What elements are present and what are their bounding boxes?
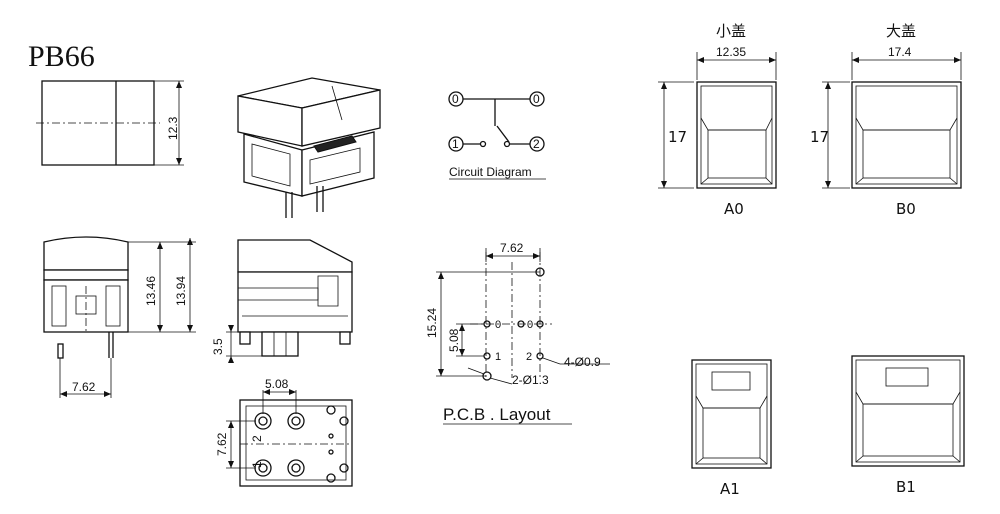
side-pin-dim: 3.5 bbox=[211, 338, 225, 355]
cap-b0: 大盖 17.4 17 B0 bbox=[810, 22, 962, 218]
bottom-left-dim: 7.62 bbox=[215, 432, 229, 456]
bottom-view: 2 1 5.08 7.62 bbox=[215, 377, 353, 487]
front-height-1394-dim: 13.94 bbox=[174, 276, 188, 306]
bottom-pin-label-1: 1 bbox=[250, 461, 264, 468]
pcb-hole bbox=[535, 267, 545, 277]
pcb-pin-0-left: 0 bbox=[495, 319, 501, 331]
cap-a1-name: A1 bbox=[720, 480, 740, 498]
cap-a0-name: A0 bbox=[724, 200, 744, 218]
cap-a0-header: 小盖 bbox=[716, 22, 746, 40]
pcb-mid-dim: 5.08 bbox=[447, 328, 461, 352]
isometric-view bbox=[237, 77, 381, 218]
svg-text:2: 2 bbox=[533, 137, 540, 151]
cap-b0-height-dim: 17 bbox=[810, 128, 829, 146]
cap-b1: B1 bbox=[851, 355, 965, 496]
cap-a0-height-dim: 17 bbox=[668, 128, 687, 146]
top-view-height-dim: 12.3 bbox=[166, 116, 180, 140]
front-view: 13.46 13.94 7.62 bbox=[43, 236, 196, 398]
cap-b1-name: B1 bbox=[896, 478, 916, 496]
pcb-pin-2: 2 bbox=[526, 351, 532, 363]
front-pitch-dim: 7.62 bbox=[72, 380, 96, 394]
pcb-pin-1: 1 bbox=[495, 351, 501, 363]
side-view: 3.5 bbox=[211, 239, 353, 363]
bottom-top-dim: 5.08 bbox=[265, 377, 289, 391]
pcb-layout-label: P.C.B . Layout bbox=[443, 405, 551, 424]
pcb-hole bbox=[517, 320, 525, 328]
pcb-hole-1 bbox=[483, 352, 491, 360]
cap-b0-header: 大盖 bbox=[886, 22, 916, 40]
svg-text:0: 0 bbox=[452, 92, 459, 106]
top-view: 12.3 bbox=[36, 80, 184, 166]
pcb-layout: 7.62 15.24 5.08 0 0 1 2 4-Ø0.9 2-Ø1.3 P.… bbox=[425, 241, 610, 425]
front-height-1346-dim: 13.46 bbox=[144, 276, 158, 306]
cap-a0-width-dim: 12.35 bbox=[716, 45, 746, 59]
bottom-pin-label-2: 2 bbox=[250, 435, 264, 442]
pcb-hole-small-callout: 2-Ø1.3 bbox=[512, 373, 549, 387]
pcb-height-dim: 15.24 bbox=[425, 308, 439, 338]
circuit-diagram-label: Circuit Diagram bbox=[449, 165, 532, 179]
pcb-top-dim: 7.62 bbox=[500, 241, 524, 255]
svg-text:0: 0 bbox=[533, 92, 540, 106]
pcb-hole bbox=[483, 320, 491, 328]
cap-a1: A1 bbox=[691, 359, 772, 498]
svg-text:1: 1 bbox=[452, 137, 459, 151]
cap-b0-width-dim: 17.4 bbox=[888, 45, 912, 59]
cap-b0-name: B0 bbox=[896, 200, 916, 218]
product-title: PB66 bbox=[28, 40, 95, 73]
pcb-hole-large-callout: 4-Ø0.9 bbox=[564, 355, 601, 369]
pcb-hole bbox=[482, 371, 492, 381]
pcb-hole bbox=[536, 320, 544, 328]
pcb-hole-2 bbox=[536, 352, 544, 360]
pcb-pin-0-right: 0 bbox=[527, 319, 533, 331]
cap-a0: 小盖 12.35 17 A0 bbox=[658, 22, 777, 218]
circuit-diagram: 0 0 1 2 Circuit Diagram bbox=[448, 91, 546, 180]
